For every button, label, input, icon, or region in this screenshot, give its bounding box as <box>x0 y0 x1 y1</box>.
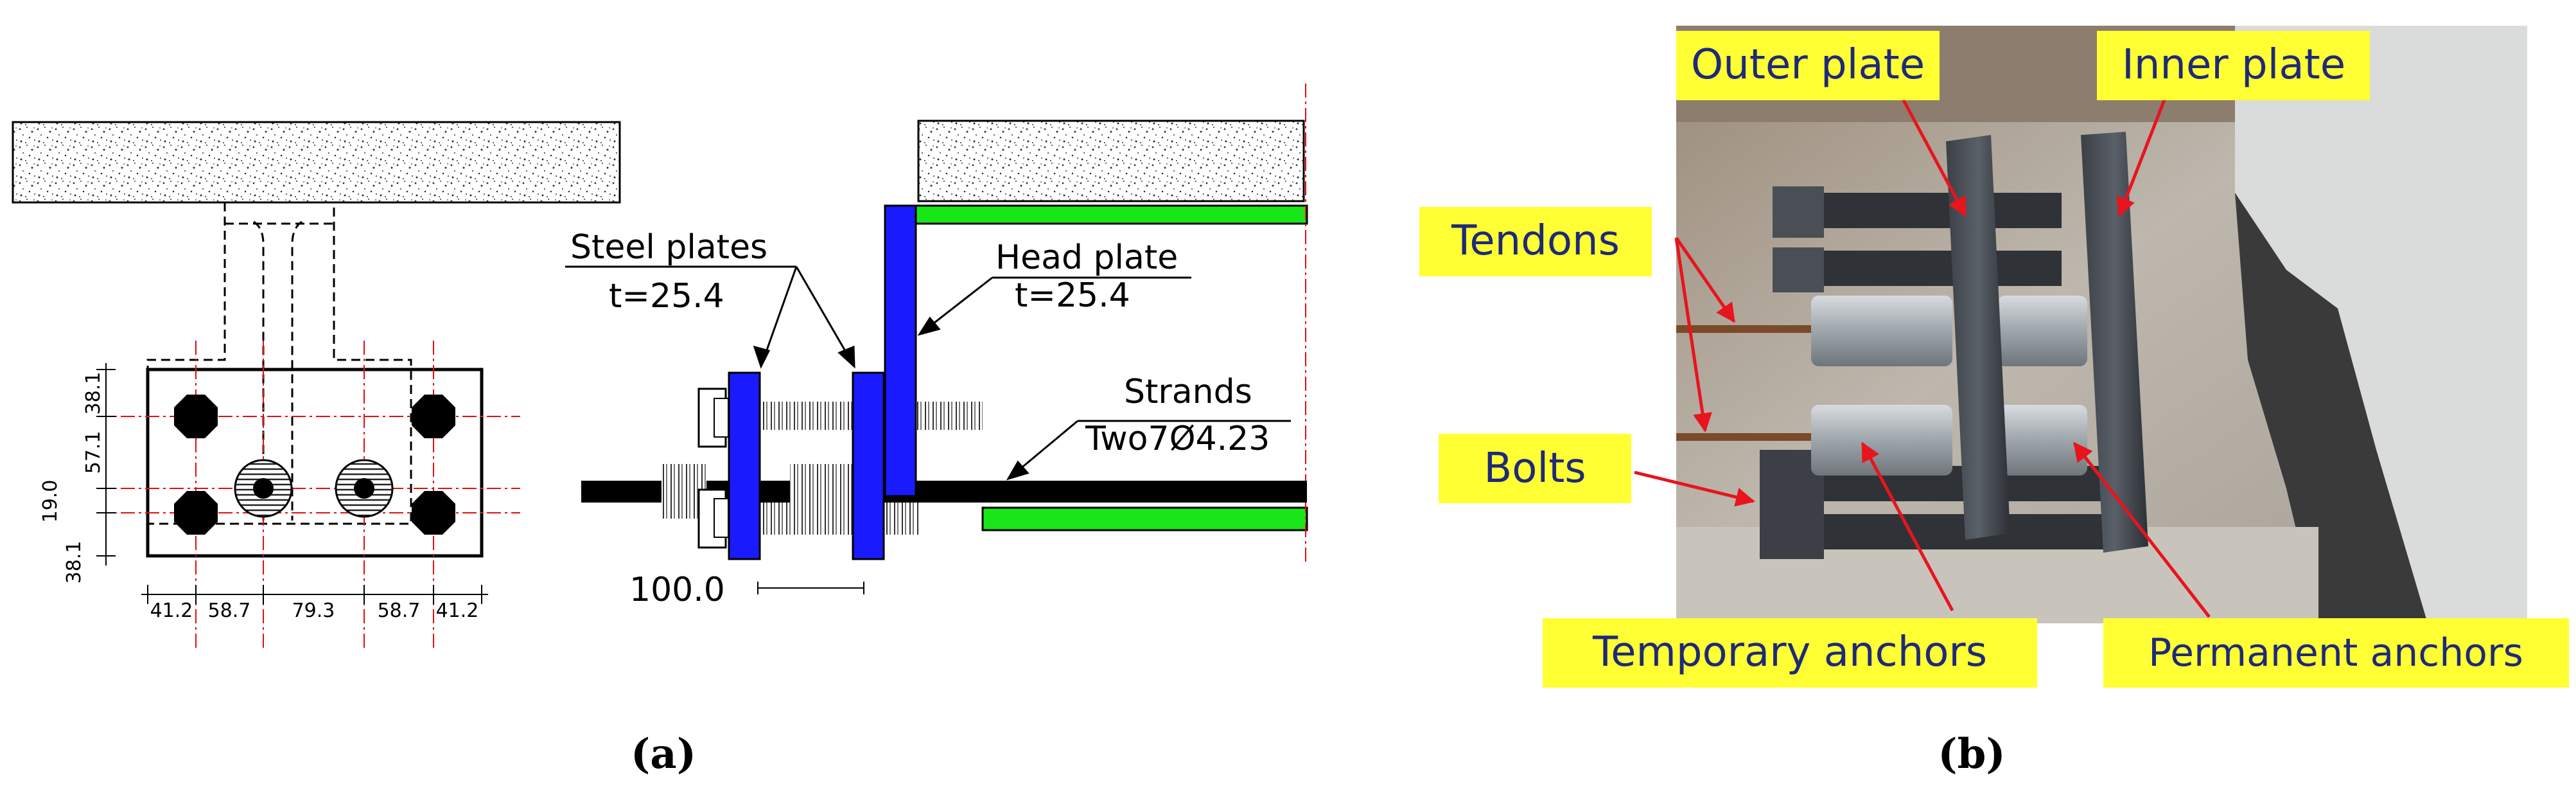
tag-permanent-anchors <box>2103 618 2569 688</box>
concrete-slab-right <box>917 120 1305 202</box>
inner-plate-photo <box>2081 132 2148 553</box>
label-steel-plates-t: t=25.4 <box>609 277 724 316</box>
dimension-lines <box>96 363 488 604</box>
dim-v-3: 19.0 <box>39 480 62 523</box>
cross-section: 41.2 58.7 79.3 58.7 41.2 38.1 57.1 19.0 … <box>12 121 621 649</box>
dim-v-4: 38.1 <box>63 541 85 584</box>
inner-steel-plate <box>852 371 885 560</box>
dim-h-1: 41.2 <box>150 600 193 622</box>
bolt-section <box>412 395 455 438</box>
nut-upper-washer <box>714 398 729 438</box>
bolt-section <box>174 491 218 535</box>
threaded-rod-upper <box>719 402 983 430</box>
dim-h-4: 58.7 <box>378 600 421 622</box>
dim-h-5: 41.2 <box>436 600 479 622</box>
tag-temporary-anchors-text: Temporary anchors <box>1592 628 1987 676</box>
temporary-anchor-lower <box>1811 405 1952 476</box>
dim-v-1: 38.1 <box>82 372 105 415</box>
elevation-view: Steel plates t=25.4 Head plate t=25.4 St… <box>565 84 1308 609</box>
dim-h-2: 58.7 <box>208 600 251 622</box>
label-spacing: 100.0 <box>629 571 725 609</box>
caption-a: (a) <box>631 730 696 778</box>
label-strands-spec: Two7Ø4.23 <box>1085 420 1270 458</box>
tag-outer-plate <box>1676 31 1940 100</box>
permanent-anchor-upper <box>1997 296 2087 366</box>
label-head-plate-t: t=25.4 <box>1015 276 1130 315</box>
tag-bolts-text: Bolts <box>1484 445 1586 492</box>
tag-bolts <box>1439 434 1631 503</box>
tag-outer-plate-text: Outer plate <box>1691 41 1925 89</box>
dim-h-3: 79.3 <box>292 600 335 622</box>
strands-section <box>234 459 394 518</box>
tag-tendons <box>1419 207 1652 276</box>
bolt-section <box>412 491 455 535</box>
photo-tags: Outer plate Inner plate Tendons Bolts Te… <box>1419 31 2569 688</box>
permanent-anchor-lower <box>1997 405 2087 476</box>
tag-inner-plate-text: Inner plate <box>2122 41 2345 89</box>
outer-steel-plate <box>728 371 761 560</box>
temporary-anchor-upper <box>1811 296 1952 366</box>
caption-b: (b) <box>1938 730 2005 778</box>
label-steel-plates: Steel plates <box>570 228 767 267</box>
concrete-slab-left <box>12 121 621 204</box>
label-strands: Strands <box>1124 373 1252 411</box>
tag-inner-plate <box>2097 31 2370 100</box>
duct-bottom <box>981 506 1308 531</box>
photo-panel: Outer plate Inner plate Tendons Bolts Te… <box>1419 26 2569 688</box>
anchor-plate-section <box>146 368 484 558</box>
dim-v-2: 57.1 <box>82 431 105 474</box>
girder-outline-dashed <box>146 202 412 525</box>
head-plate <box>884 204 917 497</box>
duct-top <box>904 204 1308 225</box>
outer-plate-photo <box>1946 135 2010 540</box>
tag-temporary-anchors <box>1543 618 2037 688</box>
tag-tendons-text: Tendons <box>1451 217 1620 265</box>
bolt-section <box>174 395 218 438</box>
bolts-section <box>174 395 455 535</box>
strand-wedge-2 <box>790 464 854 519</box>
photo-arrows <box>1634 82 2211 618</box>
nut-lower-washer <box>714 498 729 538</box>
tag-permanent-anchors-text: Permanent anchors <box>2148 630 2523 675</box>
label-head-plate: Head plate <box>995 238 1178 277</box>
concrete-block <box>2235 26 2527 623</box>
